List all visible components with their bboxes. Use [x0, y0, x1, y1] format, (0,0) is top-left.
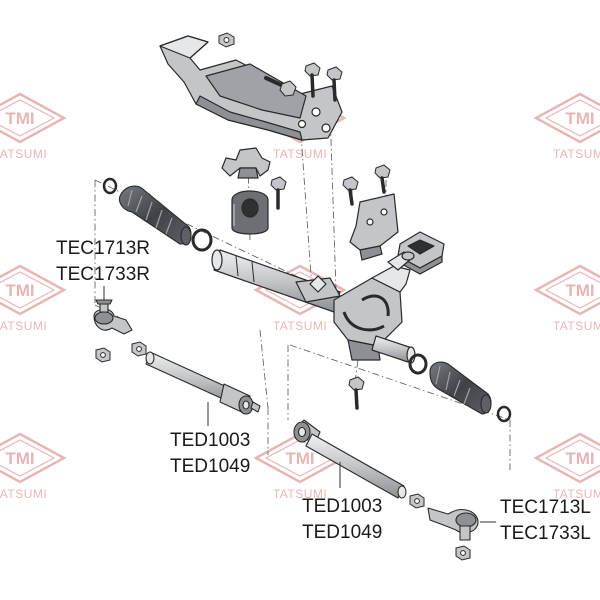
tmi-logo-watermark	[0, 264, 66, 335]
tmi-logo-watermark	[0, 92, 66, 163]
part-number-tie-rod-end-left-1: TEC1713L	[500, 497, 591, 518]
steering-rack-boot	[429, 361, 492, 415]
part-number-tie-rod-end-right-1: TEC1713R	[56, 238, 150, 259]
bolt	[304, 62, 321, 98]
tmi-logo-watermark	[0, 432, 66, 503]
tmi-logo-watermark	[534, 264, 600, 335]
boot-clamp	[102, 177, 118, 195]
part-number-inner-tie-rod-right-2: TED1049	[170, 456, 251, 477]
nut	[218, 32, 235, 48]
rack-bushing	[231, 190, 269, 235]
rack-clamp	[221, 147, 271, 179]
lock-nut	[131, 341, 147, 357]
inner-tie-rod	[293, 419, 407, 499]
boot-clamp	[496, 405, 512, 423]
bolt	[264, 76, 297, 97]
part-number-tie-rod-end-right-2: TEC1733R	[56, 264, 150, 285]
inner-tie-rod	[145, 351, 261, 415]
bolt	[374, 164, 391, 194]
tie-rod-end	[427, 507, 479, 541]
boot-clamp	[408, 353, 428, 375]
boot-clamp	[191, 228, 213, 252]
bolt	[348, 376, 365, 410]
steering-rack-housing	[211, 249, 416, 364]
lock-nut	[409, 493, 425, 509]
part-number-inner-tie-rod-left-1: TED1003	[302, 496, 383, 517]
part-number-inner-tie-rod-left-2: TED1049	[302, 522, 383, 543]
steering-rack-boot	[118, 185, 192, 246]
castle-nut	[95, 347, 111, 363]
tmi-logo-watermark	[534, 432, 600, 503]
pinion-bracket	[349, 193, 399, 261]
tie-rod-end	[93, 299, 133, 335]
bolt	[326, 66, 343, 102]
part-number-inner-tie-rod-right-1: TED1003	[170, 430, 251, 451]
mounting-bracket	[159, 35, 343, 141]
bolt	[342, 176, 359, 206]
tmi-logo-watermark	[534, 92, 600, 163]
label-leader-lines	[103, 286, 496, 523]
castle-nut	[455, 545, 471, 561]
part-number-tie-rod-end-left-2: TEC1733L	[500, 523, 591, 544]
bolt	[270, 176, 287, 210]
